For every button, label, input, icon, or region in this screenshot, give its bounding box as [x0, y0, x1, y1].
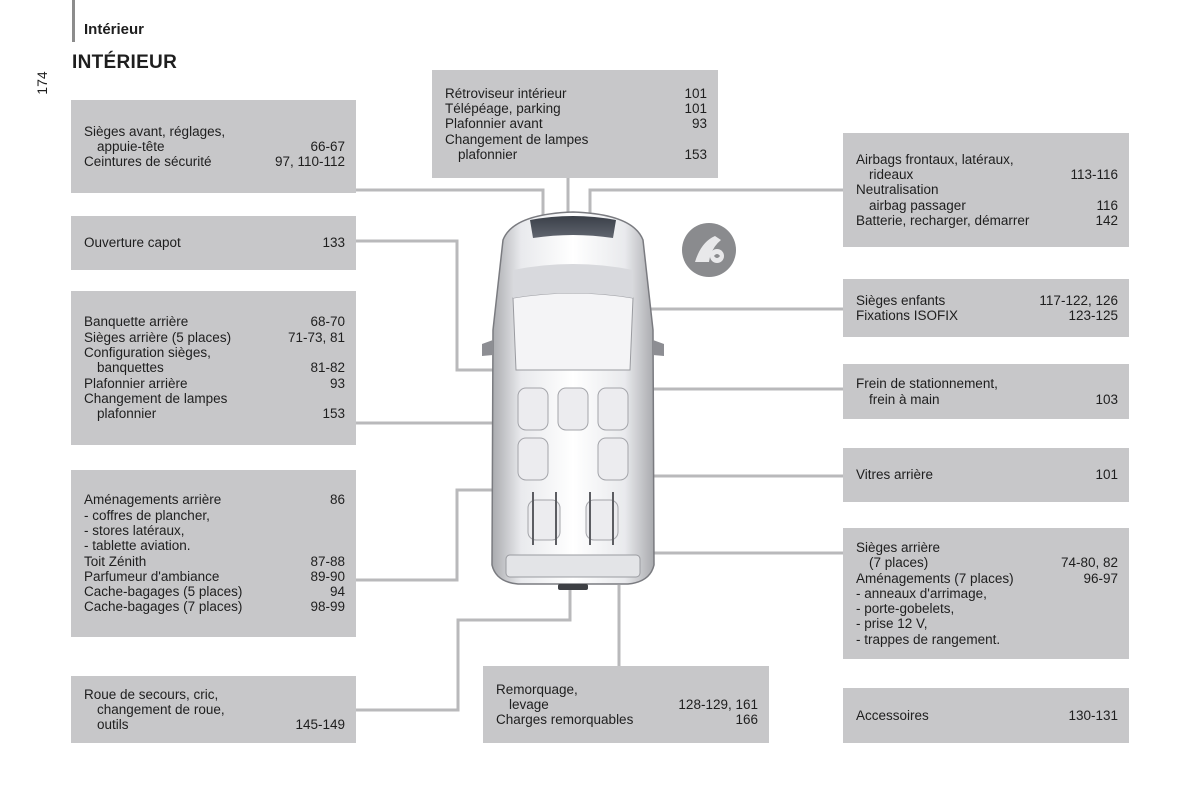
vehicle-top-view-icon: [482, 211, 664, 590]
spare-wheel-box: Roue de secours, cric, changement de rou…: [71, 676, 356, 743]
airbags-line: Neutralisation: [856, 182, 939, 198]
rear-fittings-line: Cache-bagages (5 places)94: [84, 584, 345, 600]
spare-wheel-line: Roue de secours, cric,: [84, 686, 219, 702]
airbags-line: Airbags frontaux, latéraux,: [856, 151, 1014, 167]
rear-seats-7-line: - trappes de rangement.: [856, 631, 1001, 647]
parking-brake-line: Frein de stationnement,: [856, 376, 998, 392]
rear-bench-line: Configuration sièges,: [84, 345, 211, 361]
rear-seats-7-line: Aménagements (7 places)96-97: [856, 570, 1118, 586]
rear-fittings-line: - stores latéraux,: [84, 522, 185, 538]
section-title: Intérieur: [84, 21, 145, 38]
rear-seats-7-line: Sièges arrière: [856, 539, 941, 555]
rear-seats-7-line: - porte-gobelets,: [856, 601, 955, 617]
margin-bar: [72, 0, 75, 42]
rear-seats-7-line: - prise 12 V,: [856, 616, 928, 632]
rear-seats-7-box: Sièges arrière (7 places)74-80, 82 Aména…: [843, 528, 1129, 659]
mirror-line: Changement de lampes: [445, 131, 589, 147]
page-title: INTÉRIEUR: [72, 52, 178, 73]
rear-bench-line: Changement de lampes: [84, 390, 228, 406]
rear-fittings-line: Cache-bagages (7 places)98-99: [84, 599, 345, 615]
rear-fittings-line: - tablette aviation.: [84, 538, 191, 554]
rear-bench-line: Sièges arrière (5 places)71-73, 81: [84, 329, 345, 345]
rear-seats-7-line: (7 places)74-80, 82: [869, 555, 1118, 571]
front-seats-line: Sièges avant, réglages,: [84, 123, 226, 139]
seat-adjust-icon: [682, 223, 736, 277]
towing-line: Remorquage,: [496, 681, 578, 697]
rear-fittings-line: - coffres de plancher,: [84, 507, 210, 523]
rear-seats-7-line: - anneaux d'arrimage,: [856, 585, 987, 601]
spare-wheel-line: changement de roue,: [97, 701, 225, 717]
